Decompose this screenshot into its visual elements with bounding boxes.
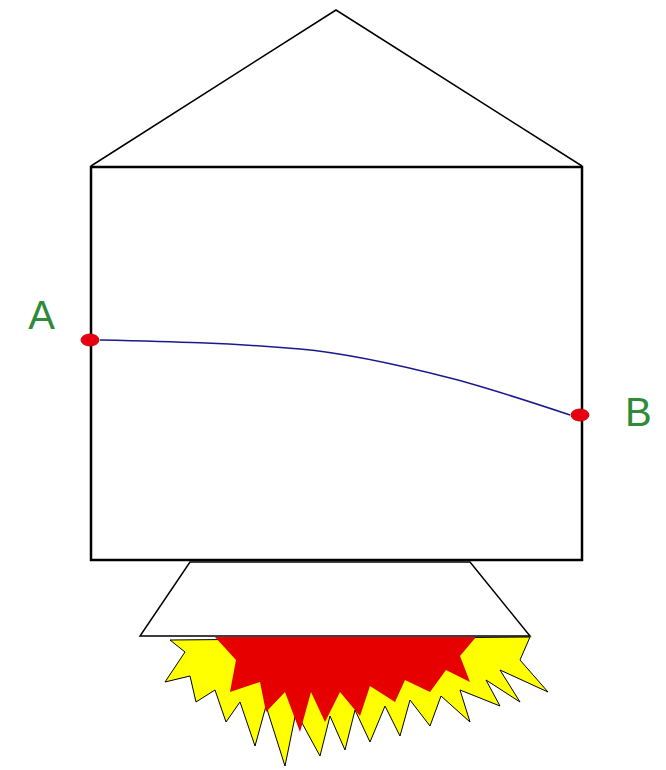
point-label: B — [625, 392, 652, 432]
point-marker: A — [80, 333, 100, 347]
point-marker: B — [570, 408, 590, 422]
point-dot — [571, 409, 589, 421]
flame-inner — [215, 637, 476, 732]
point-dot — [81, 334, 99, 346]
rocket-body — [91, 167, 582, 560]
trajectory-curve — [100, 340, 570, 415]
point-dot — [80, 333, 100, 347]
flame-outer — [165, 637, 548, 766]
point-dot — [570, 408, 590, 422]
rocket-nozzle — [140, 562, 530, 636]
rocket-nose — [91, 10, 582, 166]
point-label: A — [28, 295, 55, 335]
